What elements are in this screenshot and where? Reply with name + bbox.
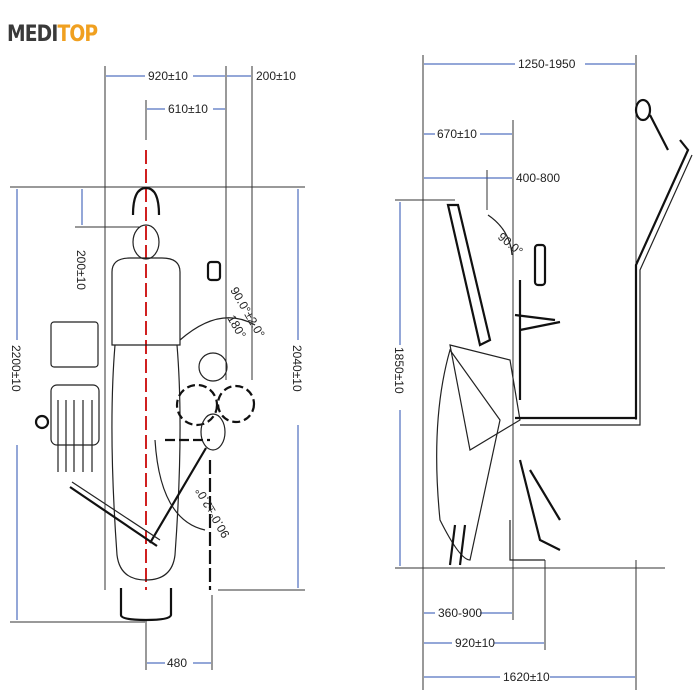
dim-length-right: 2040±10: [290, 345, 304, 392]
top-view: 920±10 200±10 610±10 200±10 2200±10 2040…: [9, 66, 305, 670]
dim-center-offset: 610±10: [168, 102, 208, 116]
instrument-handpieces: [57, 400, 93, 472]
logo-text-medi: MEDI: [7, 22, 58, 47]
dim-width-right: 200±10: [256, 69, 296, 83]
dim-seat-height: 360-900: [438, 606, 482, 620]
dim-total-length: 1620±10: [503, 670, 550, 684]
dim-seat-length: 920±10: [455, 636, 495, 650]
meditop-logo: MEDITOP: [7, 22, 98, 47]
dim-backrest-travel: 400-800: [516, 171, 560, 185]
dim-backrest-angle: 90.0°: [495, 230, 526, 259]
dim-width-total: 920±10: [148, 69, 188, 83]
dim-length-total: 2200±10: [9, 345, 23, 392]
dim-height: 1850±10: [392, 347, 406, 394]
dim-base-offset: 480: [167, 656, 187, 670]
logo-text-top: TOP: [57, 22, 98, 47]
dim-arm-angle-bottom: 90.0°±2.0°: [192, 485, 232, 541]
dim-headrest-depth: 670±10: [437, 127, 477, 141]
dim-headrest-offset: 200±10: [74, 250, 88, 290]
dim-light-reach: 1250-1950: [518, 57, 576, 71]
side-view: 1250-1950 670±10 400-800 90.0° 1850±10 3…: [392, 55, 693, 690]
